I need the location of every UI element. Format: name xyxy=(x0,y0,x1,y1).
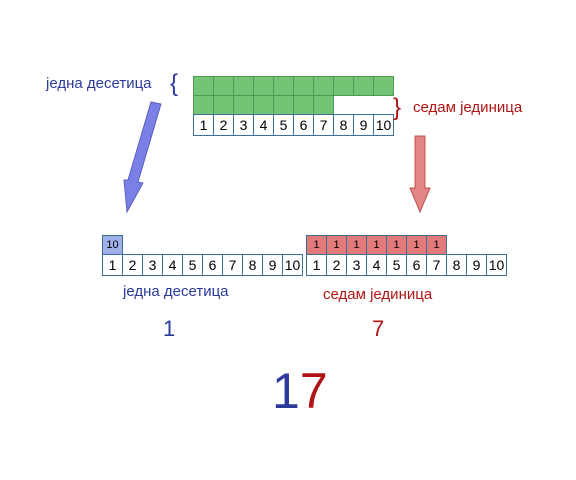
number-cell: 10 xyxy=(486,254,507,276)
number-cell: 9 xyxy=(353,114,374,136)
number-cell: 5 xyxy=(386,254,407,276)
green-block xyxy=(353,76,374,96)
green-block xyxy=(273,95,294,115)
units-digit: 7 xyxy=(372,316,385,341)
unit-block: 1 xyxy=(426,235,447,255)
unit-block: 1 xyxy=(406,235,427,255)
left-brace: { xyxy=(170,70,179,97)
green-block xyxy=(213,76,234,96)
number-cell: 3 xyxy=(142,254,163,276)
number-cell: 7 xyxy=(426,254,447,276)
number-cell: 9 xyxy=(466,254,487,276)
number-cell: 1 xyxy=(306,254,327,276)
result-number: 17 xyxy=(272,366,328,416)
number-cell: 4 xyxy=(162,254,183,276)
number-cell: 10 xyxy=(373,114,394,136)
number-line-left: 1 2 3 4 5 6 7 8 9 10 xyxy=(102,254,303,276)
number-cell: 5 xyxy=(182,254,203,276)
green-block xyxy=(193,95,214,115)
right-brace: } xyxy=(393,94,402,121)
unit-blocks-row: 1 1 1 1 1 1 1 xyxy=(306,235,447,255)
number-cell: 8 xyxy=(242,254,263,276)
green-row-ten xyxy=(193,76,394,96)
number-line-right: 1 2 3 4 5 6 7 8 9 10 xyxy=(306,254,507,276)
number-cell: 4 xyxy=(253,114,274,136)
green-block xyxy=(233,95,254,115)
green-block xyxy=(233,76,254,96)
number-cell: 2 xyxy=(122,254,143,276)
tens-block: 10 xyxy=(102,235,123,255)
number-cell: 3 xyxy=(233,114,254,136)
green-block xyxy=(313,95,334,115)
number-line-top: 1 2 3 4 5 6 7 8 9 10 xyxy=(193,114,394,136)
label-one-ten-bottom: једна десетица xyxy=(123,283,229,300)
number-cell: 6 xyxy=(293,114,314,136)
label-seven-units-top: седам јединица xyxy=(413,99,523,116)
green-block xyxy=(373,76,394,96)
number-cell: 3 xyxy=(346,254,367,276)
green-block xyxy=(253,95,274,115)
number-cell: 1 xyxy=(193,114,214,136)
number-cell: 6 xyxy=(202,254,223,276)
green-block xyxy=(333,76,354,96)
tens-digit: 1 xyxy=(163,316,176,341)
label-one-ten-top: једна десетица xyxy=(46,75,152,92)
result-tens: 1 xyxy=(272,363,300,419)
green-block xyxy=(193,76,214,96)
number-cell: 8 xyxy=(446,254,467,276)
number-cell: 5 xyxy=(273,114,294,136)
unit-block: 1 xyxy=(386,235,407,255)
result-units: 7 xyxy=(299,363,328,419)
number-cell: 4 xyxy=(366,254,387,276)
green-block xyxy=(213,95,234,115)
number-cell: 2 xyxy=(326,254,347,276)
green-block xyxy=(273,76,294,96)
green-row-seven xyxy=(193,95,334,115)
green-block xyxy=(313,76,334,96)
unit-block: 1 xyxy=(326,235,347,255)
arrow-to-units xyxy=(409,135,431,214)
arrow-to-tens xyxy=(123,101,162,214)
number-cell: 9 xyxy=(262,254,283,276)
number-cell: 2 xyxy=(213,114,234,136)
green-block xyxy=(293,95,314,115)
unit-block: 1 xyxy=(306,235,327,255)
label-seven-units-bottom: седам јединица xyxy=(323,286,433,303)
number-cell: 7 xyxy=(222,254,243,276)
number-cell: 8 xyxy=(333,114,354,136)
number-cell: 1 xyxy=(102,254,123,276)
tens-block-row: 10 xyxy=(102,235,123,255)
number-cell: 7 xyxy=(313,114,334,136)
unit-block: 1 xyxy=(366,235,387,255)
number-cell: 10 xyxy=(282,254,303,276)
unit-block: 1 xyxy=(346,235,367,255)
green-block xyxy=(253,76,274,96)
number-cell: 6 xyxy=(406,254,427,276)
green-block xyxy=(293,76,314,96)
